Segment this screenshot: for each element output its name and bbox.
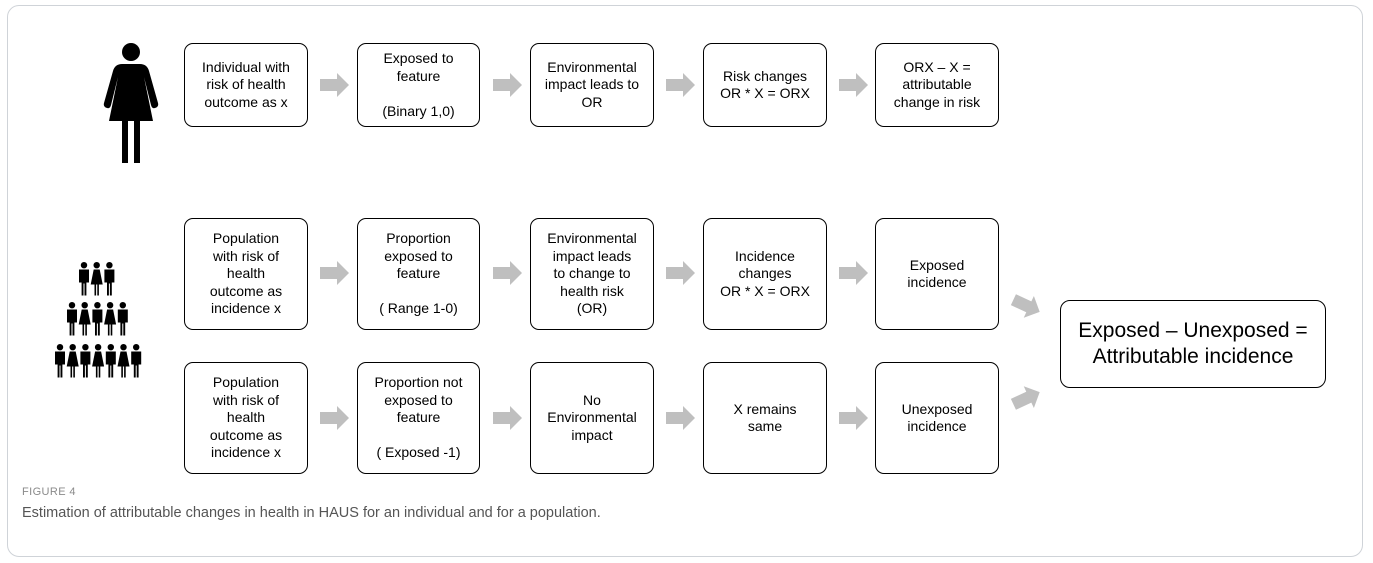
person-figure xyxy=(92,302,103,336)
flow-arrow xyxy=(320,73,349,97)
proportion-exposed-box: Proportion exposed to feature ( Range 1-… xyxy=(357,218,480,330)
person-figure xyxy=(55,344,65,378)
exposed-impact-box: Environmental impact leads to change to … xyxy=(530,218,654,330)
flow-arrow xyxy=(839,261,868,285)
person-figure xyxy=(117,302,128,336)
individual-risk-change-box: Risk changes OR * X = ORX xyxy=(703,43,827,127)
flow-arrow xyxy=(839,73,868,97)
person-figure xyxy=(80,344,91,378)
person-figure xyxy=(92,344,105,378)
person-figure xyxy=(104,262,115,296)
person-figure xyxy=(78,302,91,336)
diagonal-arrow-down xyxy=(1010,294,1040,318)
crowd-icon xyxy=(55,262,142,378)
exposed-incidence-box: Exposed incidence xyxy=(875,218,999,330)
flow-arrow xyxy=(839,406,868,430)
flow-arrow xyxy=(493,73,522,97)
unexposed-incidence-box: Unexposed incidence xyxy=(875,362,999,474)
flow-arrow xyxy=(320,261,349,285)
no-impact-box: No Environmental impact xyxy=(530,362,654,474)
figure-frame xyxy=(7,5,1363,557)
individual-attributable-box: ORX – X = attributable change in risk xyxy=(875,43,999,127)
person-figure xyxy=(117,344,130,378)
person-figure xyxy=(131,344,142,378)
flow-arrow xyxy=(666,261,695,285)
figure-label: FIGURE 4 xyxy=(22,486,76,498)
person-figure xyxy=(105,344,116,378)
attributable-incidence-box: Exposed – Unexposed = Attributable incid… xyxy=(1060,300,1326,388)
person-figure xyxy=(90,262,103,296)
flow-arrow xyxy=(493,261,522,285)
flow-arrow xyxy=(493,406,522,430)
flow-arrow xyxy=(666,73,695,97)
figure-caption: Estimation of attributable changes in he… xyxy=(22,505,601,521)
person-figure xyxy=(67,302,77,336)
flow-arrow xyxy=(666,406,695,430)
unexposed-population-box: Population with risk of health outcome a… xyxy=(184,362,308,474)
individual-exposed-box: Exposed to feature (Binary 1,0) xyxy=(357,43,480,127)
diagonal-arrow-up xyxy=(1010,386,1040,410)
person-figure xyxy=(66,344,79,378)
individual-risk-box: Individual with risk of health outcome a… xyxy=(184,43,308,127)
x-remains-box: X remains same xyxy=(703,362,827,474)
person-figure xyxy=(104,302,117,336)
person-figure xyxy=(79,262,89,296)
exposed-population-box: Population with risk of health outcome a… xyxy=(184,218,308,330)
individual-impact-box: Environmental impact leads to OR xyxy=(530,43,654,127)
proportion-not-exposed-box: Proportion not exposed to feature ( Expo… xyxy=(357,362,480,474)
incidence-change-box: Incidence changes OR * X = ORX xyxy=(703,218,827,330)
woman-icon xyxy=(103,43,159,163)
flow-arrow xyxy=(320,406,349,430)
